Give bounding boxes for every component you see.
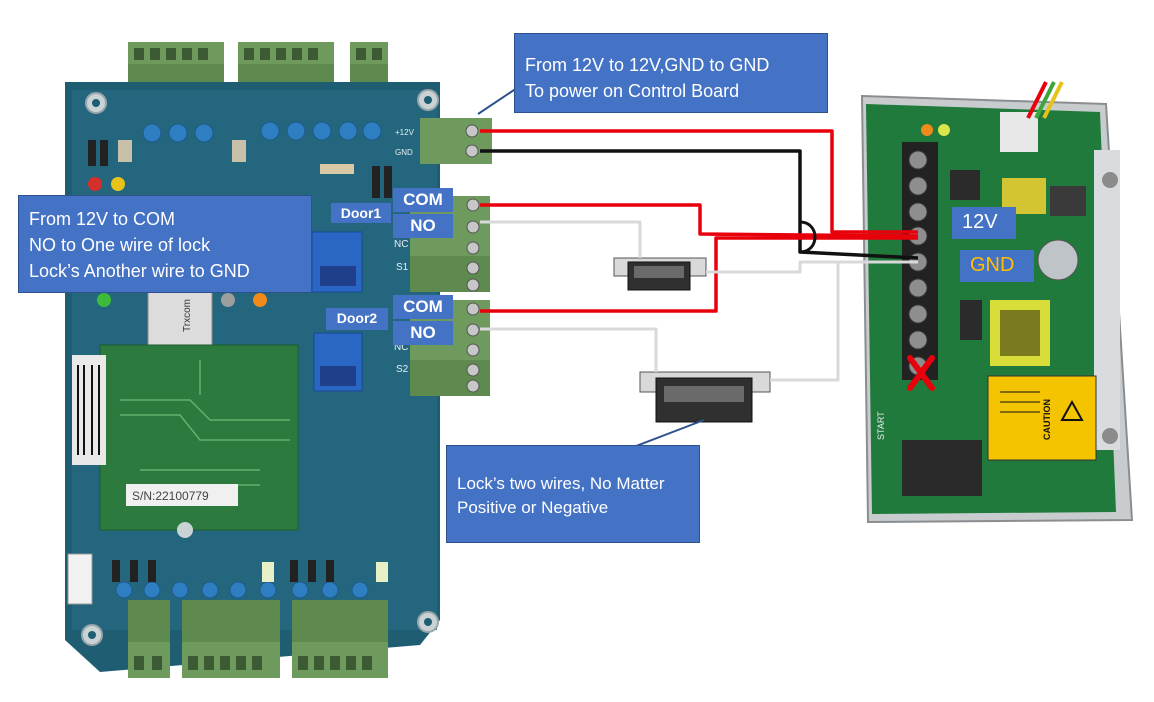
power-supply: CAUTION START [860,81,1134,524]
door-wiring-callout-line-3: Lock’s Another wire to GND [29,261,250,281]
s2-silkscreen: S2 [396,364,409,375]
nc2-silkscreen: NC [394,342,408,353]
caution-icon [1060,399,1084,421]
power-board-callout: From 12V to 12V,GND to GND To power on C… [514,33,828,113]
door1-tag: Door1 [331,203,391,223]
lock-wires-callout: Lock’s two wires, No Matter Positive or … [446,445,700,543]
door1-com-tag: COM [393,188,453,212]
start-silkscreen: START [876,411,886,440]
door2-com-tag: COM [393,295,453,319]
nc1-silkscreen: NC [394,239,408,250]
plus12v-silkscreen: +12V [395,128,415,137]
s1-silkscreen: S1 [396,262,409,273]
lock-1 [613,257,707,291]
electric-strike-lock-icon [639,371,771,423]
power-board-callout-line-2: To power on Control Board [525,81,740,101]
door1-no-tag: NO [393,214,453,238]
lock-wires-callout-line-2: Positive or Negative [457,498,609,517]
caution-sticker: CAUTION [987,375,1097,461]
door2-tag: Door2 [326,308,388,330]
door-wiring-callout-line-1: From 12V to COM [29,209,176,229]
chip-brand-text: Trxcom [182,299,193,332]
caution-text: CAUTION [1042,399,1052,440]
wires [477,85,919,457]
gnd-silkscreen: GND [395,148,413,157]
control-board: Trxcom S/N:22100779 [65,42,492,678]
serial-sticker-text: S/N:22100779 [132,489,209,503]
psu-gnd-tag: GND [960,250,1034,282]
door-wiring-callout-line-2: NO to One wire of lock [29,235,211,255]
door-wiring-callout: From 12V to COM NO to One wire of lock L… [18,195,312,293]
door2-no-tag: NO [393,321,453,345]
power-board-callout-line-1: From 12V to 12V,GND to GND [525,55,770,75]
lock-wires-callout-line-1: Lock’s two wires, No Matter [457,474,665,493]
bottom-connectors [128,600,388,678]
x-mark-icon [907,355,935,391]
psu-12v-tag: 12V [952,207,1016,239]
